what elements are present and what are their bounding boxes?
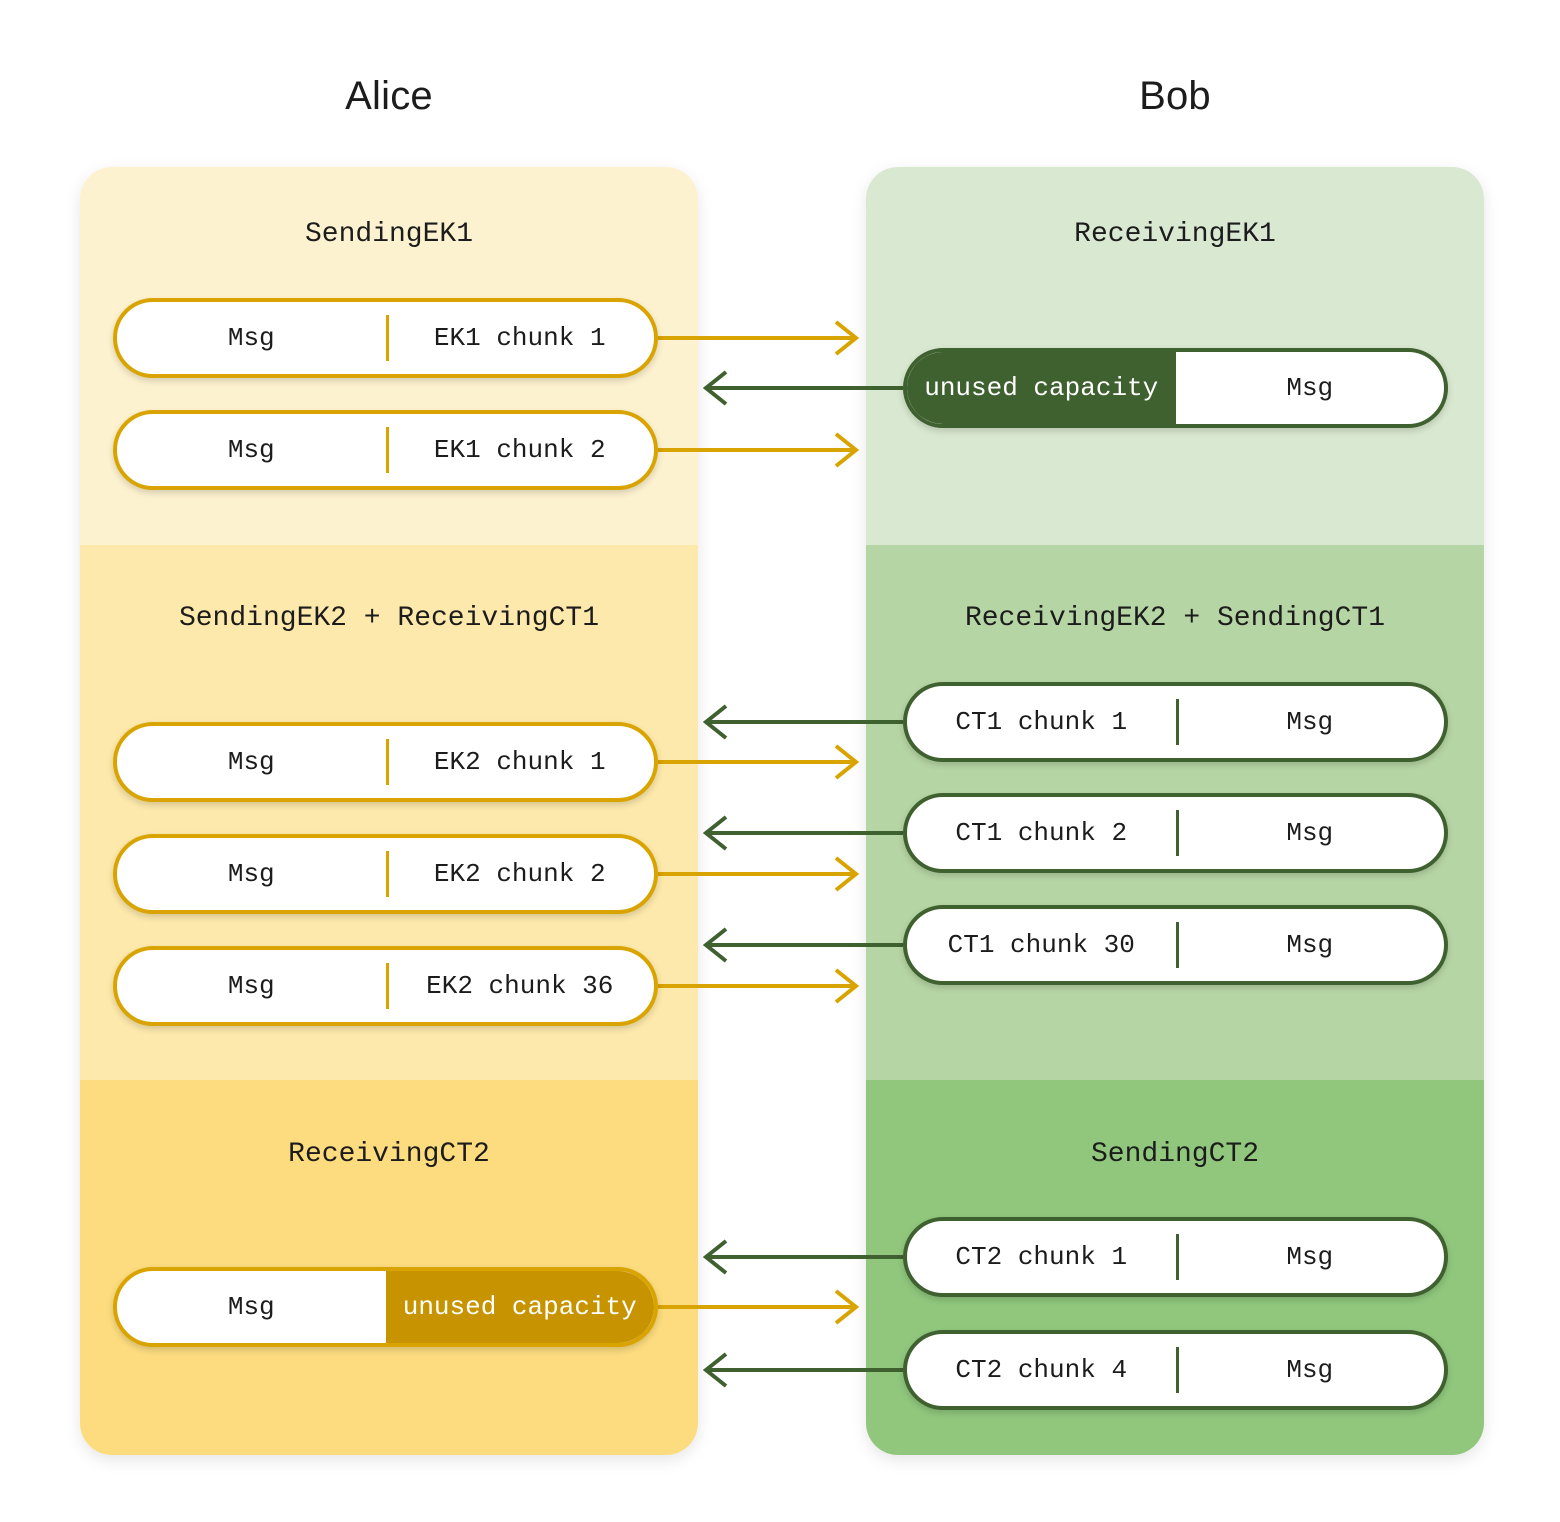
bob-section-title-receiving-ek1: ReceivingEK1 [1074,219,1276,250]
bob-pill-ct2-chunk-1[interactable]: CT2 chunk 1 Msg [903,1217,1448,1297]
bob-pill-ct1-chunk-1-left: CT1 chunk 1 [955,707,1128,737]
bob-pill-ct2-chunk-4-left: CT2 chunk 4 [955,1355,1128,1385]
alice-pill-ek1-chunk-1-right: EK1 chunk 1 [433,323,606,353]
bob-section-title-receiving-ek2-sending-ct1: ReceivingEK2 + SendingCT1 [964,603,1386,634]
bob-pill-ct1-chunk-2-left: CT1 chunk 2 [955,818,1128,848]
alice-section-title-receiving-ct2: ReceivingCT2 [288,1139,490,1170]
alice-pill-receiving-ct2-unused-capacity: unused capacity [385,1271,654,1343]
alice-pill-ek2-chunk-2-right: EK2 chunk 2 [433,859,606,889]
pill-divider [385,963,389,1009]
pill-divider [385,739,389,785]
bob-pill-ct1-chunk-30[interactable]: CT1 chunk 30 Msg [903,905,1448,985]
pill-divider [385,427,389,473]
alice-pill-ek2-chunk-36[interactable]: Msg EK2 chunk 36 [113,946,658,1026]
alice-pill-ek2-chunk-1-left: Msg [227,747,275,777]
pill-divider [385,315,389,361]
alice-section-title-sending-ek2-receiving-ct1: SendingEK2 + ReceivingCT1 [178,603,600,634]
pill-divider [1175,699,1179,745]
alice-pill-ek1-chunk-1[interactable]: Msg EK1 chunk 1 [113,298,658,378]
pill-divider [1175,810,1179,856]
alice-pill-ek2-chunk-1-right: EK2 chunk 1 [433,747,606,777]
bob-pill-ct1-chunk-2[interactable]: CT1 chunk 2 Msg [903,793,1448,873]
alice-pill-ek2-chunk-1[interactable]: Msg EK2 chunk 1 [113,722,658,802]
bob-pill-ct1-chunk-1[interactable]: CT1 chunk 1 Msg [903,682,1448,762]
alice-pill-ek2-chunk-2[interactable]: Msg EK2 chunk 2 [113,834,658,914]
pill-divider [385,851,389,897]
alice-pill-ek1-chunk-2-left: Msg [227,435,275,465]
bob-pill-ct1-chunk-1-right: Msg [1286,707,1334,737]
bob-pill-ct1-chunk-30-left: CT1 chunk 30 [947,930,1135,960]
alice-pill-ek2-chunk-36-right: EK2 chunk 36 [426,971,614,1001]
alice-pill-ek2-chunk-36-left: Msg [227,971,275,1001]
bob-pill-receiving-ek1-msg: Msg [1286,373,1334,403]
bob-section-title-sending-ct2: SendingCT2 [1090,1139,1260,1170]
alice-pill-ek1-chunk-2[interactable]: Msg EK1 chunk 2 [113,410,658,490]
bob-pill-ct2-chunk-1-right: Msg [1286,1242,1334,1272]
bob-pill-ct1-chunk-30-right: Msg [1286,930,1334,960]
pill-divider [1175,922,1179,968]
bob-pill-ct2-chunk-4-right: Msg [1286,1355,1334,1385]
pill-divider [1175,1347,1179,1393]
alice-pill-ek1-chunk-1-left: Msg [227,323,275,353]
alice-pill-receiving-ct2-unused[interactable]: Msg unused capacity [113,1267,658,1347]
alice-pill-receiving-ct2-msg: Msg [227,1292,275,1322]
bob-pill-ct1-chunk-2-right: Msg [1286,818,1334,848]
column-title-bob: Bob [1139,74,1211,118]
pill-divider [1175,1234,1179,1280]
column-title-alice: Alice [345,74,433,118]
bob-pill-ct2-chunk-4[interactable]: CT2 chunk 4 Msg [903,1330,1448,1410]
bob-pill-ct2-chunk-1-left: CT2 chunk 1 [955,1242,1128,1272]
alice-pill-ek1-chunk-2-right: EK1 chunk 2 [433,435,606,465]
alice-pill-ek2-chunk-2-left: Msg [227,859,275,889]
bob-pill-receiving-ek1-unused-capacity: unused capacity [907,352,1176,424]
bob-pill-receiving-ek1-unused[interactable]: unused capacity Msg [903,348,1448,428]
alice-section-title-sending-ek1: SendingEK1 [304,219,474,250]
